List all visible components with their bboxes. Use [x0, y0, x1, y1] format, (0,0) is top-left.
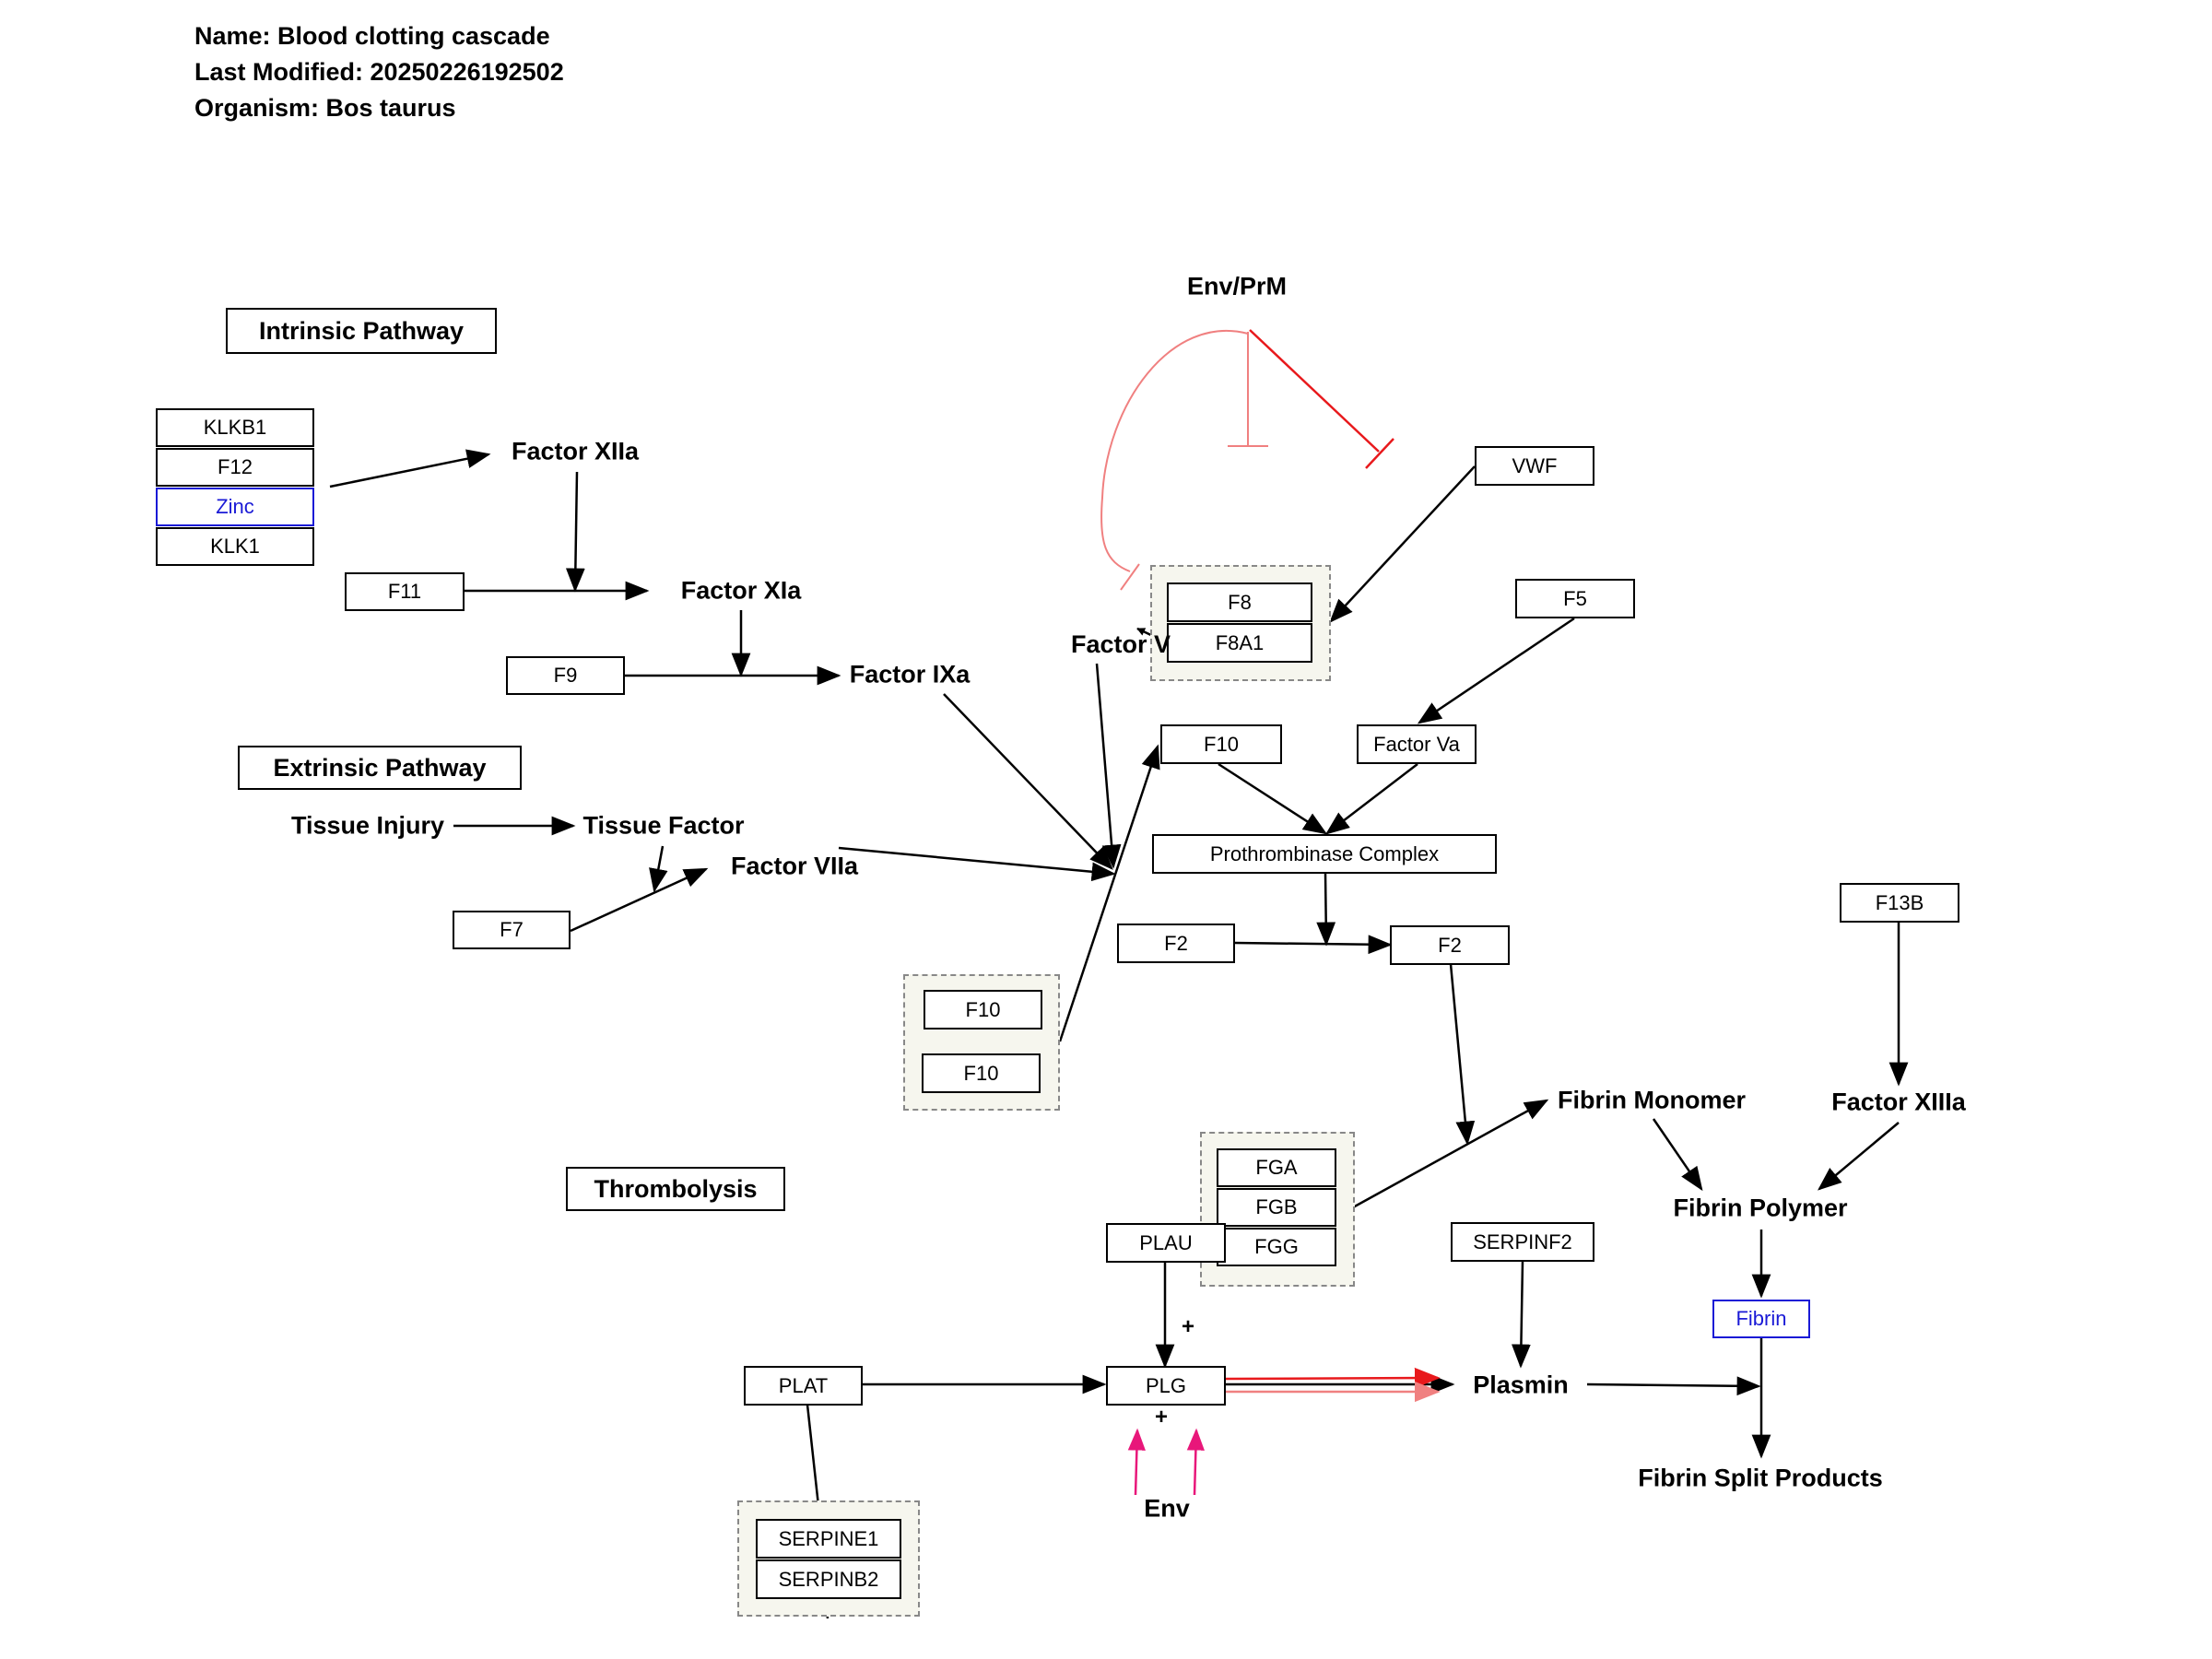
- edge-factor-viia-to-f10: [838, 846, 1116, 882]
- edge-factor-xiiia-to-polymer: [1818, 1122, 1900, 1191]
- label-fibrin-polymer[interactable]: Fibrin Polymer: [1673, 1194, 1848, 1222]
- metabolite-fibrin[interactable]: Fibrin: [1712, 1300, 1810, 1338]
- pathway-name: Name: Blood clotting cascade: [194, 22, 550, 50]
- gene-klk1[interactable]: KLK1: [156, 527, 314, 566]
- prothrombinase-complex[interactable]: Prothrombinase Complex: [1152, 834, 1497, 874]
- gene-f10-complex-1[interactable]: F10: [924, 990, 1042, 1030]
- label-plasmin[interactable]: Plasmin: [1473, 1371, 1569, 1399]
- label-factor-xiiia[interactable]: Factor XIIIa: [1831, 1088, 1966, 1116]
- env-arrow-left: [1127, 1428, 1146, 1496]
- factor-va[interactable]: Factor Va: [1357, 724, 1477, 764]
- gene-fgg[interactable]: FGG: [1217, 1228, 1336, 1266]
- label-factor-viia[interactable]: Factor VIIa: [730, 852, 859, 880]
- plus-sign-plau: +: [1182, 1314, 1195, 1339]
- gene-f2-target[interactable]: F2: [1390, 925, 1510, 965]
- edge-factor-xiia-down: [565, 471, 585, 593]
- inhibit-env-prm-to-f8: [1100, 330, 1249, 572]
- label-tissue-injury[interactable]: Tissue Injury: [290, 811, 445, 840]
- label-factor-xiia[interactable]: Factor XIIa: [511, 437, 640, 465]
- env-arrow-right: [1186, 1428, 1205, 1496]
- edge-prothrombinase-down: [1316, 872, 1336, 947]
- gene-f13b[interactable]: F13B: [1840, 883, 1959, 923]
- gene-vwf[interactable]: VWF: [1475, 446, 1594, 486]
- label-factor-xia[interactable]: Factor XIa: [680, 576, 802, 605]
- gene-plat[interactable]: PLAT: [744, 1366, 863, 1406]
- plus-sign-env: +: [1155, 1405, 1169, 1430]
- label-fibrin-split-products[interactable]: Fibrin Split Products: [1638, 1464, 1883, 1492]
- label-env-prm[interactable]: Env/PrM: [1186, 272, 1288, 300]
- gene-f10[interactable]: F10: [1160, 724, 1282, 764]
- gene-serpinb2[interactable]: SERPINB2: [756, 1559, 901, 1599]
- gene-fgb[interactable]: FGB: [1217, 1188, 1336, 1227]
- gene-plg[interactable]: PLG: [1106, 1366, 1226, 1406]
- inhibit-bar-vwf: [1365, 438, 1394, 469]
- edge-f5-to-factor-va: [1417, 617, 1575, 724]
- label-env[interactable]: Env: [1144, 1494, 1190, 1523]
- gene-f7[interactable]: F7: [453, 911, 571, 949]
- metabolite-zinc[interactable]: Zinc: [156, 488, 314, 526]
- label-factor-ixa[interactable]: Factor IXa: [849, 660, 971, 688]
- edge-vwf-to-f8-group: [1329, 465, 1476, 623]
- inhibit-bar-f8: [1120, 563, 1140, 591]
- edge-f10-to-prothrombinase: [1218, 762, 1328, 835]
- gene-f11[interactable]: F11: [345, 572, 465, 611]
- edge-serpinf2-to-plasmin: [1512, 1261, 1531, 1369]
- label-factor-viii[interactable]: Factor V: [1071, 630, 1171, 658]
- gene-f8a1[interactable]: F8A1: [1167, 623, 1312, 663]
- edge-f10-group-to-f10: [1058, 744, 1160, 1042]
- gene-f5[interactable]: F5: [1515, 579, 1635, 618]
- gene-f2-source[interactable]: F2: [1117, 924, 1235, 963]
- gene-f8[interactable]: F8: [1167, 582, 1312, 622]
- gene-serpine1[interactable]: SERPINE1: [756, 1519, 901, 1559]
- organism: Organism: Bos taurus: [194, 94, 456, 122]
- conversion-plg-plasmin-red: [1225, 1367, 1441, 1389]
- gene-fga[interactable]: FGA: [1217, 1148, 1336, 1187]
- edge-factor-ixa-to-f10: [943, 693, 1113, 870]
- inhibit-env-prm-to-vwf: [1249, 329, 1380, 453]
- group-serpin-complex: [737, 1500, 920, 1617]
- edge-f2-to-f2: [1234, 935, 1393, 955]
- section-intrinsic-pathway: Intrinsic Pathway: [226, 308, 497, 354]
- edge-factor-viii-to-f10: [1095, 663, 1122, 869]
- edge-f2-to-fibrin-monomer: [1449, 963, 1476, 1146]
- section-extrinsic-pathway: Extrinsic Pathway: [238, 746, 522, 790]
- gene-f10-complex-2[interactable]: F10: [922, 1053, 1041, 1093]
- gene-f9[interactable]: F9: [506, 656, 625, 695]
- label-tissue-factor[interactable]: Tissue Factor: [582, 811, 745, 840]
- edge-fibrinogen-to-fibrin-monomer: [1352, 1099, 1549, 1209]
- edge-klkb1-group-to-factor-xiia: [329, 449, 491, 488]
- edge-f7-to-factor-viia: [570, 867, 709, 933]
- gene-plau[interactable]: PLAU: [1106, 1223, 1226, 1263]
- gene-f12[interactable]: F12: [156, 448, 314, 487]
- edge-factor-va-to-prothrombinase: [1324, 763, 1418, 835]
- label-fibrin-monomer[interactable]: Fibrin Monomer: [1558, 1086, 1746, 1114]
- edge-tissue-factor-down: [649, 845, 668, 893]
- gene-klkb1[interactable]: KLKB1: [156, 408, 314, 447]
- last-modified: Last Modified: 20250226192502: [194, 58, 564, 86]
- section-thrombolysis: Thrombolysis: [566, 1167, 785, 1211]
- gene-serpinf2[interactable]: SERPINF2: [1451, 1222, 1594, 1262]
- edge-fibrin-monomer-to-polymer: [1652, 1118, 1703, 1192]
- edge-plasmin-to-fibrin-split: [1586, 1376, 1761, 1396]
